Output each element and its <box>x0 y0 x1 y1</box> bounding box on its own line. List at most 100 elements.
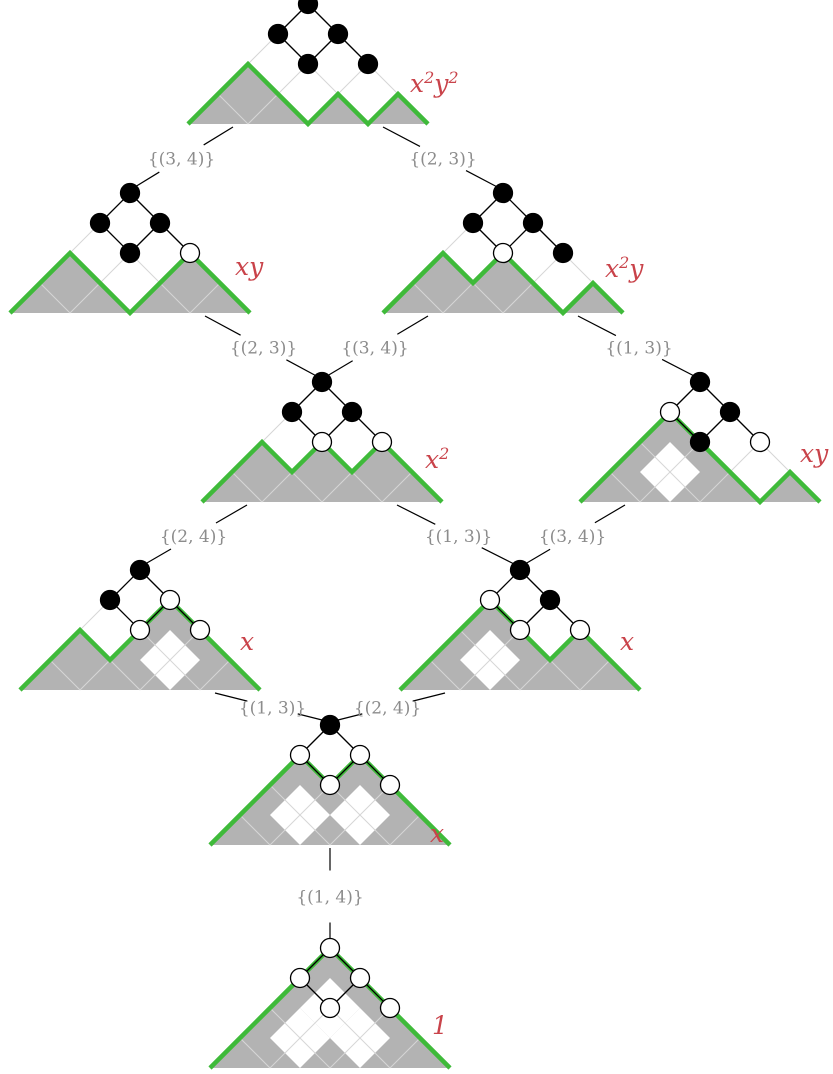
empty-bead <box>319 774 341 796</box>
grid-line <box>199 659 231 691</box>
tree-nodes: 1 x x x x2 xy xy x2y x2y2 <box>8 0 829 1070</box>
grid-line <box>217 93 249 125</box>
grid-line <box>412 282 444 314</box>
filled-bead <box>492 182 514 204</box>
weight-label: x <box>240 627 254 656</box>
edge-label: {(1, 4)} <box>296 888 363 908</box>
empty-bead <box>319 937 341 959</box>
empty-bead <box>189 619 211 641</box>
empty-bead <box>349 744 371 766</box>
grid-line <box>579 659 611 691</box>
node-n5: xy <box>578 371 829 506</box>
node-n8: x2y2 <box>186 0 459 128</box>
tree-edge <box>577 315 617 337</box>
filled-bead <box>552 242 574 264</box>
shaded-region <box>188 64 428 124</box>
empty-bead <box>159 589 181 611</box>
grid-line <box>49 659 81 691</box>
weight-label: x <box>430 819 444 848</box>
grid-line <box>239 1037 271 1069</box>
weight-label: x2y <box>605 253 644 284</box>
shaded-region <box>20 600 260 690</box>
edge-label: {(2, 3)} <box>230 339 297 359</box>
tree-edge <box>215 504 248 524</box>
filled-bead <box>311 371 333 393</box>
grid-line <box>39 282 71 314</box>
edge-label: {(1, 3)} <box>425 527 492 547</box>
grid-line <box>231 471 263 503</box>
weight-label: xy <box>235 252 264 281</box>
tree-edge <box>203 126 234 146</box>
tree-edge <box>594 504 626 524</box>
tree-edge <box>396 504 436 525</box>
grid-line <box>139 629 201 691</box>
weight-label: x <box>620 627 634 656</box>
tree-edge <box>204 315 241 336</box>
filled-bead <box>689 431 711 453</box>
empty-bead <box>749 431 771 453</box>
edge-label: {(3, 4)} <box>341 339 408 359</box>
grid-line <box>389 814 421 846</box>
filled-bead <box>341 401 363 423</box>
grid-line <box>459 629 521 691</box>
empty-bead <box>659 401 681 423</box>
empty-bead <box>492 242 514 264</box>
filled-bead <box>357 53 379 75</box>
shaded-region <box>580 412 820 502</box>
shaded-region <box>383 253 623 313</box>
grid-line <box>329 784 391 846</box>
filled-bead <box>119 242 141 264</box>
filled-bead <box>319 714 341 736</box>
tree-edge <box>214 692 248 702</box>
edge-label: {(1, 3)} <box>605 339 672 359</box>
node-n3: x <box>398 559 642 692</box>
weight-label: x2y2 <box>410 68 459 99</box>
lattice-path <box>8 249 252 317</box>
node-n4: x2 <box>200 371 449 504</box>
filled-bead <box>119 182 141 204</box>
filled-bead <box>689 371 711 393</box>
empty-bead <box>379 997 401 1019</box>
edge-label: {(1, 3)} <box>239 699 306 719</box>
node-n7: x2y <box>381 182 644 317</box>
empty-bead <box>319 997 341 1019</box>
filled-bead <box>267 23 289 45</box>
filled-bead <box>99 589 121 611</box>
filled-bead <box>297 0 319 15</box>
filled-bead <box>327 23 349 45</box>
empty-bead <box>371 431 393 453</box>
weight-label: 1 <box>432 1011 448 1040</box>
lattice-path <box>186 60 430 128</box>
filled-bead <box>129 559 151 581</box>
tree-edge <box>412 692 446 702</box>
empty-bead <box>289 967 311 989</box>
grid-line <box>381 471 413 503</box>
empty-bead <box>311 431 333 453</box>
shaded-region <box>202 442 442 502</box>
node-n2: x <box>18 559 262 692</box>
node-n0: 1 <box>208 937 452 1070</box>
empty-bead <box>509 619 531 641</box>
grid-line <box>429 659 461 691</box>
shaded-region <box>210 755 450 845</box>
grid-line <box>269 1007 331 1069</box>
grid-line <box>639 441 701 503</box>
edge-label: {(2, 4)} <box>354 699 421 719</box>
edge-label: {(3, 4)} <box>148 150 215 170</box>
empty-bead <box>479 589 501 611</box>
empty-bead <box>379 774 401 796</box>
empty-bead <box>289 744 311 766</box>
tree-edge <box>382 126 421 147</box>
filled-bead <box>297 53 319 75</box>
filled-bead <box>462 212 484 234</box>
filled-bead <box>522 212 544 234</box>
shaded-region <box>10 253 250 313</box>
empty-bead <box>129 619 151 641</box>
filled-bead <box>719 401 741 423</box>
tree-edge <box>397 315 429 335</box>
edge-labels: {(3, 4)}{(2, 3)}{(2, 3)}{(3, 4)}{(1, 3)}… <box>148 150 673 908</box>
filled-bead <box>281 401 303 423</box>
grid-line <box>329 1007 391 1069</box>
grid-line <box>239 814 271 846</box>
